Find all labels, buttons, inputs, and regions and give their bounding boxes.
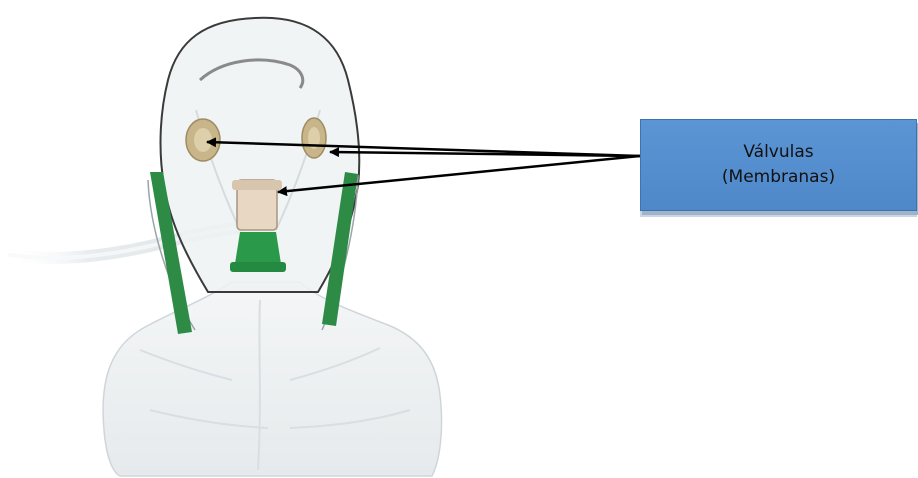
bag-connector (230, 180, 286, 272)
callout-line-2: (Membranas) (722, 165, 835, 190)
callout-line-1: Válvulas (743, 140, 813, 165)
valves-callout-box: Válvulas (Membranas) (640, 119, 917, 211)
valve-left (186, 119, 220, 161)
valve-right (302, 118, 326, 158)
reservoir-bag (103, 282, 442, 476)
